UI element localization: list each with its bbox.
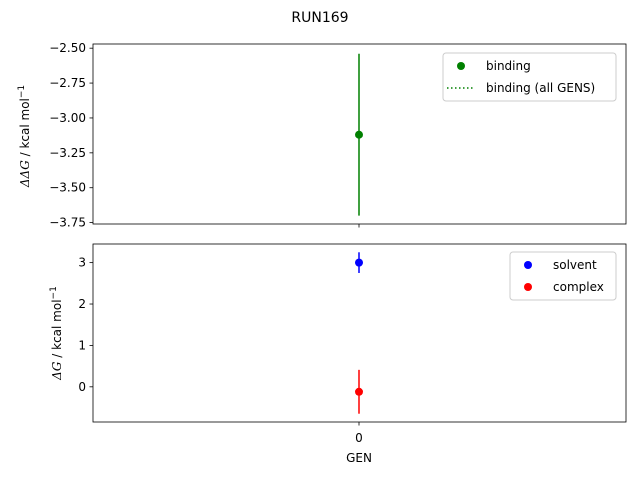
component-legend bbox=[509, 251, 617, 301]
component-y-tick-label: 3 bbox=[78, 256, 86, 270]
binding-point bbox=[355, 130, 363, 139]
figure-title: RUN169 bbox=[291, 10, 348, 26]
legend-marker-complex bbox=[524, 283, 532, 291]
legend-label-binding: binding bbox=[486, 59, 531, 73]
legend-marker-solvent bbox=[524, 261, 532, 269]
binding-y-axis-symbol: ΔΔG bbox=[18, 160, 32, 188]
binding-y-tick-label: −3.75 bbox=[49, 216, 86, 230]
component-y-axis-label: ΔG / kcal mol−1 bbox=[49, 286, 64, 381]
legend-marker-binding bbox=[457, 62, 465, 70]
binding-panel: −2.50 −2.75 −3.00 −3.25 −3.50 −3.75 binding bin… bbox=[49, 41, 627, 230]
component-y-axis-unit: / kcal mol bbox=[50, 299, 64, 361]
binding-y-tick-label: −3.50 bbox=[49, 181, 86, 195]
complex-point bbox=[355, 387, 363, 396]
component-y-tick-label: 0 bbox=[78, 380, 86, 394]
component-y-axis-symbol: ΔG bbox=[50, 361, 64, 381]
component-x-tick-label: 0 bbox=[355, 431, 363, 445]
solvent-point bbox=[355, 258, 363, 267]
component-y-tick-label: 2 bbox=[78, 297, 86, 311]
component-panel: 3 2 1 0 0 solvent complex bbox=[78, 243, 627, 445]
binding-y-axis-unit: / kcal mol bbox=[18, 98, 32, 160]
binding-y-tick-label: −2.75 bbox=[49, 76, 86, 90]
binding-y-axis-exponent: −1 bbox=[17, 85, 27, 98]
component-y-tick-label: 1 bbox=[78, 338, 86, 352]
legend-label-binding-all-GENS-: binding (all GENS) bbox=[486, 81, 595, 95]
binding-legend bbox=[442, 52, 617, 102]
legend-label-solvent: solvent bbox=[553, 258, 597, 272]
binding-y-axis-label: ΔΔG / kcal mol−1 bbox=[17, 85, 32, 188]
binding-y-tick-label: −3.25 bbox=[49, 146, 86, 160]
component-y-axis-exponent: −1 bbox=[49, 286, 59, 299]
binding-plot-frame bbox=[92, 43, 627, 225]
binding-y-tick-label: −2.50 bbox=[49, 41, 86, 55]
x-axis-label: GEN bbox=[346, 451, 372, 465]
legend-label-complex: complex bbox=[553, 280, 604, 294]
binding-y-tick-label: −3.00 bbox=[49, 111, 86, 125]
component-plot-frame bbox=[92, 243, 627, 423]
